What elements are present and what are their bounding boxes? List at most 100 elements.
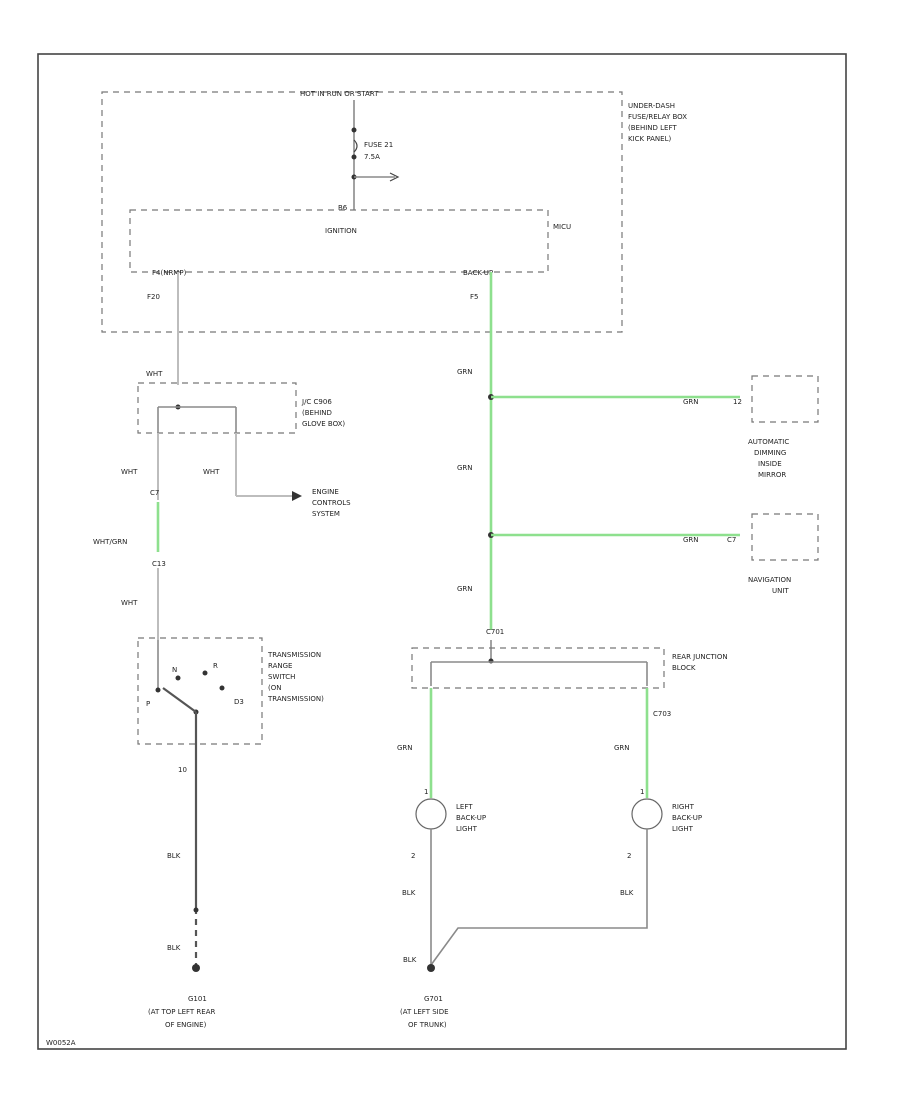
svg-text:GLOVE BOX): GLOVE BOX) [302, 420, 345, 428]
svg-text:RANGE: RANGE [268, 662, 292, 670]
switch-r-label: R [213, 662, 218, 670]
svg-text:SYSTEM: SYSTEM [312, 510, 340, 518]
svg-text:AUTOMATIC: AUTOMATIC [748, 438, 789, 446]
left-backup-bulb-icon [415, 798, 447, 830]
grn-label-2: GRN [457, 464, 473, 472]
branch-arrow-icon [389, 172, 400, 182]
mirror-box [751, 375, 819, 423]
svg-text:(BEHIND LEFT: (BEHIND LEFT [628, 124, 677, 132]
ground-g701-label: G701 (AT LEFT SIDE OF TRUNK) [400, 995, 449, 1029]
left-pin-2: 2 [411, 852, 415, 860]
c701-pin: C701 [486, 628, 504, 636]
engine-controls-label: ENGINE CONTROLS SYSTEM [312, 488, 351, 518]
switch-d3-label: D3 [234, 698, 244, 706]
svg-text:(AT TOP LEFT REAR: (AT TOP LEFT REAR [148, 1008, 216, 1016]
blk-label-5: BLK [403, 956, 417, 964]
transmission-label: TRANSMISSION RANGE SWITCH (ON TRANSMISSI… [267, 651, 324, 703]
fuse-bottom-node [351, 154, 357, 160]
mirror-pin: 12 [733, 398, 742, 406]
grn-label-3: GRN [457, 585, 473, 593]
fuse-pin-label: B6 [338, 204, 348, 212]
f5-label: F5 [470, 293, 478, 301]
svg-text:UNDER-DASH: UNDER-DASH [628, 102, 675, 110]
grn-label-nav: GRN [683, 536, 699, 544]
switch-p-label: P [146, 700, 150, 708]
svg-text:(ON: (ON [268, 684, 281, 692]
micu-label: MICU [553, 223, 571, 231]
wht-label-4: WHT [121, 599, 138, 607]
svg-text:NAVIGATION: NAVIGATION [748, 576, 791, 584]
pin-10-label: 10 [178, 766, 187, 774]
svg-text:DIMMING: DIMMING [754, 449, 786, 457]
ignition-label: IGNITION [325, 227, 357, 235]
ground-g101-icon [192, 964, 200, 972]
jc-box-label: J/C C906 (BEHIND GLOVE BOX) [301, 398, 345, 428]
svg-text:MIRROR: MIRROR [758, 471, 786, 479]
switch-r-node [202, 670, 208, 676]
svg-text:INSIDE: INSIDE [758, 460, 782, 468]
switch-n-node [175, 675, 181, 681]
left-pin-1: 1 [424, 788, 428, 796]
grn-label-left: GRN [397, 744, 413, 752]
c13-pin: C13 [152, 560, 166, 568]
diagram-code: W0052A [46, 1039, 76, 1047]
svg-text:J/C C906: J/C C906 [301, 398, 332, 406]
right-backup-bulb-icon [631, 798, 663, 830]
fuse-top-node [351, 127, 357, 133]
svg-text:G101: G101 [188, 995, 207, 1003]
engine-arrow-icon [292, 491, 302, 501]
right-pin-2: 2 [627, 852, 631, 860]
wht-label-1: WHT [146, 370, 163, 378]
svg-text:TRANSMISSION: TRANSMISSION [267, 651, 321, 659]
svg-text:OF ENGINE): OF ENGINE) [165, 1021, 207, 1029]
rear-junction-label: REAR JUNCTION BLOCK [672, 653, 728, 672]
transmission-switch-box [137, 637, 263, 745]
f20-label: F20 [147, 293, 160, 301]
fuse-rating: 7.5A [364, 153, 380, 161]
rear-junction-box [411, 647, 665, 689]
svg-text:LEFT: LEFT [456, 803, 473, 811]
svg-text:BLOCK: BLOCK [672, 664, 696, 672]
svg-text:(BEHIND: (BEHIND [302, 409, 332, 417]
grn-label-right: GRN [614, 744, 630, 752]
hot-run-start-label: HOT IN RUN OR START [300, 90, 379, 98]
right-backup-label: RIGHT BACK-UP LIGHT [672, 803, 702, 833]
svg-text:ENGINE: ENGINE [312, 488, 339, 496]
diagram-frame [37, 53, 847, 1050]
underdash-box-label: UNDER-DASH FUSE/RELAY BOX (BEHIND LEFT K… [628, 102, 687, 143]
blk-label-2: BLK [167, 944, 181, 952]
ground-g101-label: G101 (AT TOP LEFT REAR OF ENGINE) [148, 995, 216, 1029]
svg-text:BACK-UP: BACK-UP [672, 814, 702, 822]
svg-text:SWITCH: SWITCH [268, 673, 295, 681]
c7-pin: C7 [150, 489, 159, 497]
switch-contact-arm [162, 687, 197, 713]
svg-text:CONTROLS: CONTROLS [312, 499, 351, 507]
switch-d3-node [219, 685, 225, 691]
blk-label-3: BLK [402, 889, 416, 897]
blk-label-4: BLK [620, 889, 634, 897]
svg-text:KICK PANEL): KICK PANEL) [628, 135, 671, 143]
switch-n-label: N [172, 666, 177, 674]
navigation-label: NAVIGATION UNIT [748, 576, 791, 595]
blk-splice-node [193, 907, 199, 913]
svg-text:OF TRUNK): OF TRUNK) [408, 1021, 447, 1029]
wht-grn-label: WHT/GRN [93, 538, 127, 546]
micu-right-pin: BACK-UP [463, 269, 493, 277]
switch-p-node [155, 687, 161, 693]
svg-text:G701: G701 [424, 995, 443, 1003]
micu-box [129, 209, 549, 273]
grn-label-mirror: GRN [683, 398, 699, 406]
fuse-label: FUSE 21 [364, 141, 393, 149]
wht-label-3: WHT [203, 468, 220, 476]
blk-label-1: BLK [167, 852, 181, 860]
nav-pin: C7 [727, 536, 736, 544]
ground-g701-icon [427, 964, 435, 972]
svg-text:(AT LEFT SIDE: (AT LEFT SIDE [400, 1008, 449, 1016]
svg-text:RIGHT: RIGHT [672, 803, 695, 811]
jc-c906-box [137, 382, 297, 434]
underdash-fuse-box [101, 91, 623, 333]
micu-left-pin: F4(NRMP) [152, 269, 187, 277]
svg-text:FUSE/RELAY BOX: FUSE/RELAY BOX [628, 113, 687, 121]
wht-label-2: WHT [121, 468, 138, 476]
